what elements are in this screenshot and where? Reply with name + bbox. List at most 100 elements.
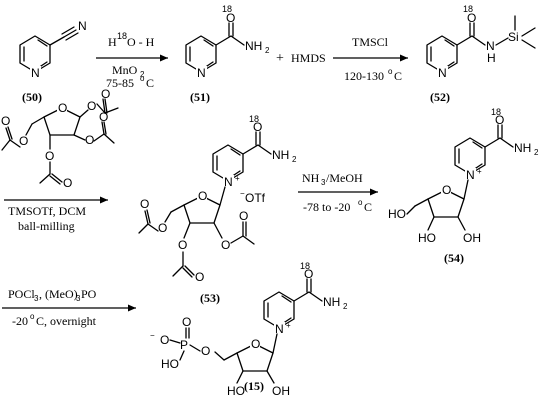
condition-ball-milling: ball-milling xyxy=(18,219,75,233)
svg-text:O: O xyxy=(45,149,54,163)
svg-text:O: O xyxy=(221,238,230,252)
svg-text:2: 2 xyxy=(140,70,145,79)
reagent-pocl3: POCl xyxy=(8,287,35,301)
label-15: (15) xyxy=(244,379,264,393)
svg-text:O: O xyxy=(195,270,204,284)
svg-text:, (MeO): , (MeO) xyxy=(39,287,78,301)
svg-text:O: O xyxy=(239,209,248,223)
label-53: (53) xyxy=(200,291,220,305)
svg-text:O - H: O - H xyxy=(127,35,155,49)
carbonyl-o-51: O xyxy=(226,11,235,25)
triflate-counterion: OTf xyxy=(245,191,266,205)
condition-temp-1: 75-85 xyxy=(106,76,134,90)
pyridine-n-51: N xyxy=(197,66,206,80)
compound-54: N + 18 O NH 2 O OH HO HO (54) xyxy=(388,107,539,265)
svg-text:O: O xyxy=(495,113,504,127)
isotope-label-53: 18 xyxy=(249,114,259,124)
svg-text:18: 18 xyxy=(117,31,127,41)
silicon-52: Si xyxy=(508,30,519,44)
condition-temp-2: 120-130 xyxy=(344,69,384,83)
label-54: (54) xyxy=(444,251,464,265)
pyridine-n-50: N xyxy=(31,66,40,80)
compound-51: 18 O NH 2 N (51) xyxy=(185,4,270,104)
compound-15: N + 18 O NH 2 O OH HO O P O O − HO (15) xyxy=(150,261,348,398)
svg-text:O: O xyxy=(140,197,149,211)
svg-text:3: 3 xyxy=(34,294,39,303)
pyridinium-n-54: N xyxy=(466,168,475,182)
svg-text:3: 3 xyxy=(321,178,326,187)
svg-text:O: O xyxy=(87,99,96,113)
reagent-nh3-meoh: NH xyxy=(302,171,320,185)
svg-text:O: O xyxy=(85,133,94,147)
svg-text:PO: PO xyxy=(81,287,97,301)
svg-text:o: o xyxy=(388,67,393,76)
svg-text:2: 2 xyxy=(534,148,539,157)
svg-text:HO: HO xyxy=(227,384,245,398)
condition-temp-5: -20 xyxy=(12,314,28,328)
svg-text:O: O xyxy=(63,176,72,190)
svg-text:+: + xyxy=(235,174,240,183)
label-51: (51) xyxy=(190,90,210,104)
amide-nh2-54: NH xyxy=(514,141,531,155)
step-5: POCl 3 , (MeO) 3 PO -20 o C, overnight xyxy=(2,287,136,328)
svg-text:2: 2 xyxy=(343,302,348,311)
svg-text:3: 3 xyxy=(76,294,81,303)
acetyl-ribose: O O O O O O O O O xyxy=(1,87,119,190)
reagent-h: H xyxy=(108,35,117,49)
svg-text:O: O xyxy=(251,337,260,351)
pyridinium-n-53: N xyxy=(224,175,233,189)
svg-text:HO: HO xyxy=(418,231,436,245)
svg-text:O: O xyxy=(158,221,167,235)
ribose-ring-o: O xyxy=(58,101,67,115)
svg-text:−: − xyxy=(240,189,245,198)
step-4: NH 3 /MeOH -78 to -20 o C xyxy=(298,171,378,214)
pyridinium-n-15: N xyxy=(275,322,284,336)
svg-text:O: O xyxy=(182,315,191,329)
svg-text:O: O xyxy=(442,183,451,197)
phosphorus-15: P xyxy=(180,338,188,352)
amide-nh2-53: NH xyxy=(272,148,289,162)
svg-text:HO: HO xyxy=(161,357,179,371)
svg-text:OH: OH xyxy=(272,384,290,398)
svg-text:C: C xyxy=(364,200,372,214)
reagent-mno2: MnO xyxy=(112,63,138,77)
amide-n-52: N xyxy=(486,39,495,53)
compound-53: N + 18 O NH 2 − OTf O O O O O xyxy=(138,114,297,305)
isotope-label-54: 18 xyxy=(491,107,501,117)
svg-text:+: + xyxy=(286,321,291,330)
svg-text:O: O xyxy=(201,344,210,358)
svg-text:2: 2 xyxy=(265,46,270,55)
reagent-hmds: HMDS xyxy=(291,51,326,65)
amide-nh2-15: NH xyxy=(323,295,340,309)
step-2: TMSCl 120-130 o C xyxy=(333,35,408,83)
svg-text:OH: OH xyxy=(463,231,481,245)
nitrile-n: N xyxy=(78,19,87,33)
svg-text:o: o xyxy=(140,74,145,83)
label-50: (50) xyxy=(22,90,42,104)
pyridine-n-52: N xyxy=(438,66,447,80)
svg-text:C, overnight: C, overnight xyxy=(36,314,97,328)
svg-text:O: O xyxy=(304,267,313,281)
svg-text:C: C xyxy=(146,76,154,90)
amide-nh2-51: NH xyxy=(245,39,262,53)
svg-text:/MeOH: /MeOH xyxy=(326,171,363,185)
svg-text:2: 2 xyxy=(292,155,297,164)
isotope-label-15: 18 xyxy=(300,261,310,271)
svg-text:C: C xyxy=(394,69,402,83)
svg-text:o: o xyxy=(358,198,363,207)
svg-text:O: O xyxy=(178,238,187,252)
svg-text:O: O xyxy=(101,87,110,101)
svg-text:HO: HO xyxy=(388,207,406,221)
svg-text:O: O xyxy=(1,114,10,128)
svg-text:O: O xyxy=(198,189,207,203)
step-3: TMSOTf, DCM ball-milling xyxy=(4,196,108,233)
svg-text:O: O xyxy=(160,333,169,347)
svg-text:O: O xyxy=(99,110,108,124)
reagent-tmscl: TMSCl xyxy=(352,35,389,49)
svg-text:O: O xyxy=(19,134,28,148)
step-1: H 18 O - H MnO 2 75-85 o C xyxy=(96,31,168,90)
svg-text:O: O xyxy=(253,120,262,134)
isotope-label-52: 18 xyxy=(463,4,473,14)
